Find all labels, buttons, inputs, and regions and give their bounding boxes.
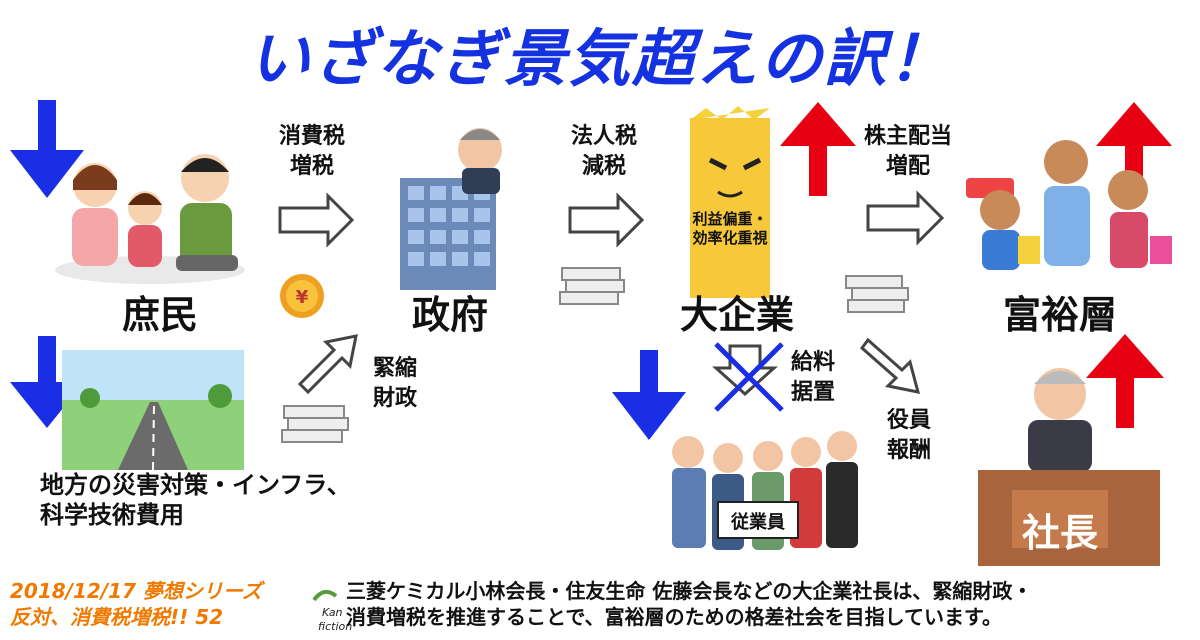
svg-text:¥: ¥ bbox=[296, 287, 309, 308]
workers-illustration bbox=[672, 431, 858, 550]
money-stack-icon bbox=[281, 405, 349, 443]
kan-fiction-logo-icon: Kan fiction bbox=[312, 589, 352, 633]
money-bag-icon: ¥ bbox=[280, 274, 324, 318]
node-label-fuyuso: 富裕層 bbox=[1002, 293, 1117, 337]
wealthy-people-illustration bbox=[966, 140, 1172, 270]
flow-arrow-icon bbox=[866, 190, 945, 246]
flow-label-rieki: 利益偏重・ 効率化重視 bbox=[692, 210, 768, 247]
up-arrow-icon bbox=[1086, 334, 1164, 428]
road-landscape-illustration bbox=[62, 350, 244, 471]
flow-arrow-icon bbox=[278, 192, 355, 248]
svg-text:fiction: fiction bbox=[318, 620, 352, 633]
footer-description: 三菱ケミカル小林会長・住友生命 佐藤会長などの大企業社長は、緊縮財政・ 消費増税… bbox=[346, 579, 1033, 629]
down-arrow-icon bbox=[612, 350, 686, 440]
flow-arrow-icon bbox=[859, 337, 921, 394]
corporation-building-illustration bbox=[690, 106, 770, 298]
node-label-jugyoin: 従業員 bbox=[731, 512, 785, 533]
page-title: いざなぎ景気超えの訳！ bbox=[247, 22, 952, 95]
flow-label-kinshuku: 緊縮 財政 bbox=[372, 356, 417, 411]
flow-arrow-icon bbox=[297, 334, 358, 395]
down-arrow-icon bbox=[10, 100, 84, 198]
flow-label-yakuin: 役員 報酬 bbox=[886, 408, 931, 463]
blocked-arrow-icon bbox=[712, 342, 784, 412]
node-label-chiho: 地方の災害対策・インフラ、 科学技術費用 bbox=[40, 471, 351, 529]
flow-label-hojinzei: 法人税 減税 bbox=[570, 124, 637, 179]
flow-label-shohizei: 消費税 増税 bbox=[278, 124, 345, 179]
svg-text:Kan: Kan bbox=[322, 606, 343, 619]
footer-series-label: 2018/12/17 夢想シリーズ 反対、消費税増税!! 52 bbox=[10, 579, 262, 629]
flow-arrow-icon bbox=[568, 192, 645, 248]
government-building-illustration bbox=[400, 128, 502, 290]
president-illustration bbox=[978, 368, 1160, 566]
flow-label-kyuryo: 給料 据置 bbox=[790, 350, 835, 405]
money-stack-icon bbox=[845, 275, 909, 313]
up-arrow-icon bbox=[780, 102, 856, 196]
money-stack-icon bbox=[559, 267, 625, 305]
node-label-daikigyo: 大企業 bbox=[679, 293, 794, 337]
family-illustration bbox=[55, 154, 245, 284]
node-label-shacho: 社長 bbox=[1021, 511, 1098, 555]
flow-label-haito: 株主配当 増配 bbox=[863, 124, 952, 179]
node-label-seifu: 政府 bbox=[411, 293, 488, 337]
node-label-shomin: 庶民 bbox=[121, 293, 198, 337]
